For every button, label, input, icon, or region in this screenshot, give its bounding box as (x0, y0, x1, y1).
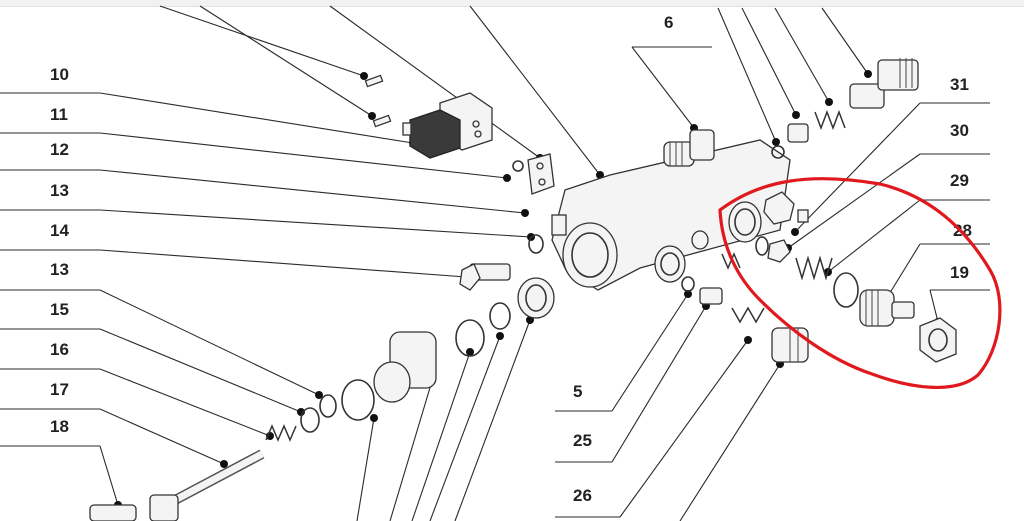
callout-31: 31 (791, 75, 990, 236)
main-valve-body (551, 139, 791, 291)
top-right-parts (771, 58, 919, 159)
callout-16: 16 (0, 340, 274, 440)
window-top-edge (0, 0, 1024, 7)
callout-19: 19 (929, 263, 990, 326)
callout-label: 26 (573, 486, 592, 505)
callout-28: 28 (884, 221, 990, 300)
callout-12: 12 (0, 140, 529, 217)
callout-label: 11 (50, 105, 68, 124)
top-leader-lines (159, 5, 872, 179)
callout-label: 6 (664, 13, 673, 32)
callout-label: 30 (950, 121, 969, 140)
callout-label: 10 (50, 65, 69, 84)
callout-18: 18 (0, 417, 122, 509)
callout-label: 14 (50, 221, 69, 240)
callout-label: 15 (50, 300, 69, 319)
callout-26: 26 (555, 336, 752, 518)
callout-label: 13 (50, 260, 69, 279)
highlighted-assembly-parts (755, 191, 957, 363)
callout-label: 16 (50, 340, 69, 359)
solenoid-valve-part (402, 92, 493, 159)
screw-parts (364, 74, 392, 128)
callout-label: 18 (50, 417, 69, 436)
callout-15: 15 (0, 300, 305, 416)
fitting-6-part (663, 129, 715, 167)
callout-label: 17 (50, 380, 69, 399)
callout-label: 12 (50, 140, 69, 159)
callout-14: 14 (0, 221, 470, 281)
callout-label: 19 (950, 263, 969, 282)
lower-left-parts (89, 277, 555, 521)
callout-29: 29 (824, 171, 990, 276)
callout-label: 25 (573, 431, 592, 450)
callout-label: 13 (50, 181, 69, 200)
red-highlight-circle (718, 177, 1002, 390)
callout-13-upper: 13 (0, 181, 535, 241)
gasket-part (512, 153, 555, 195)
callout-11: 11 (0, 105, 511, 182)
callout-13-lower: 13 (0, 260, 323, 399)
callout-5: 5 (555, 290, 692, 412)
callout-label: 31 (950, 75, 969, 94)
callout-17: 17 (0, 380, 228, 468)
callout-6: 6 (631, 13, 712, 132)
callout-label: 5 (573, 382, 582, 401)
callout-label: 29 (950, 171, 969, 190)
